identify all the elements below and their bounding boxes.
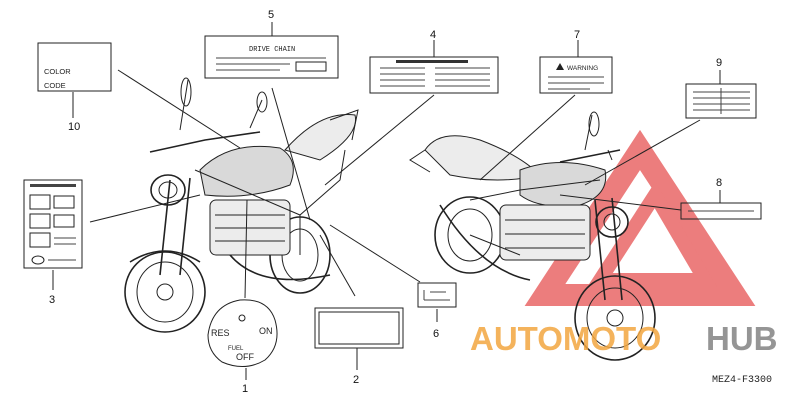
- fuel-word-text: FUEL: [228, 346, 244, 352]
- motorcycle-right-view: [409, 111, 656, 361]
- headlight-left: [150, 174, 186, 206]
- color-code-line2: CODE: [44, 81, 66, 90]
- callout-9: 9: [716, 57, 722, 69]
- watermark-text: AUTOMOTO HUB: [470, 320, 778, 357]
- label-strip-8: [680, 202, 762, 220]
- seat-left: [284, 113, 357, 161]
- motorcycle-left-view: [124, 77, 359, 333]
- label-bottom-2: [314, 307, 404, 349]
- warning-plate: [539, 56, 613, 94]
- tag-6-plate: [417, 282, 457, 308]
- label-tire-info: [369, 56, 499, 94]
- warning-title: WARNING: [567, 65, 598, 72]
- fuel-valve-plate: [207, 299, 278, 367]
- seat-right: [424, 135, 541, 181]
- info-9-plate: [685, 83, 757, 119]
- fuel-tank-left: [199, 145, 294, 197]
- front-wheel-right: [574, 275, 656, 361]
- label-drive-chain: DRIVE CHAIN: [204, 35, 339, 79]
- watermark-triangle-inner: [587, 181, 718, 287]
- placard-3-plate: [23, 179, 83, 269]
- label-placard-3: [23, 179, 83, 269]
- drive-chain-title: DRIVE CHAIN: [249, 46, 295, 54]
- strip-8-plate: [680, 202, 762, 220]
- front-wheel-left: [124, 251, 206, 333]
- watermark-logo: [524, 129, 756, 306]
- label-2-plate: [314, 307, 404, 349]
- callout-2: 2: [353, 374, 359, 386]
- drive-chain-plate: [204, 35, 339, 79]
- label-info-9: [685, 83, 757, 119]
- callout-10: 10: [68, 121, 80, 133]
- label-tag-6: [417, 282, 457, 308]
- callout-5: 5: [268, 9, 274, 21]
- callout-1: 1: [242, 383, 248, 395]
- watermark-hub: HUB: [706, 320, 778, 357]
- headlight-right: [595, 206, 629, 238]
- callout-6: 6: [433, 328, 439, 340]
- callout-7: 7: [574, 29, 580, 41]
- label-fuel-valve: RES ON FUEL OFF: [207, 299, 278, 367]
- warning-triangle-icon: [556, 63, 564, 70]
- label-color-code: COLOR CODE: [37, 42, 112, 92]
- color-code-plate: [37, 42, 112, 92]
- mirror-left-2: [256, 91, 268, 113]
- callout-8: 8: [716, 177, 722, 189]
- label-warning: WARNING: [539, 56, 613, 94]
- mirror-left-1: [180, 77, 192, 107]
- fuel-res-text: RES: [211, 328, 230, 338]
- mirror-right-1: [588, 111, 600, 137]
- watermark-auto: AUTOMOTO: [470, 320, 661, 357]
- callout-4: 4: [430, 29, 436, 41]
- engine-right: [499, 204, 591, 261]
- fuel-off-text: OFF: [236, 352, 254, 362]
- color-code-line1: COLOR: [44, 67, 71, 76]
- watermark-triangle-large: [524, 129, 756, 306]
- fuel-on-text: ON: [259, 326, 273, 336]
- diagram-code: MEZ4-F3300: [712, 375, 772, 386]
- callout-3: 3: [49, 294, 55, 306]
